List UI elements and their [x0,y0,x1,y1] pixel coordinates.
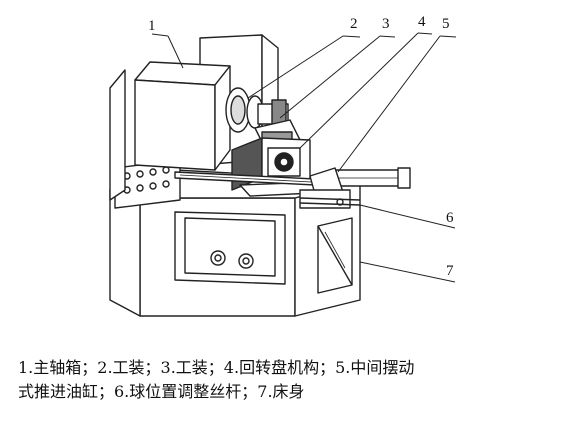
control-panel [174,211,286,285]
figure-caption: 1.主轴箱；2.工装；3.工装；4.回转盘机构；5.中间摆动 式推进油缸；6.球… [18,356,558,404]
label-7: 7 [446,263,454,279]
label-3: 3 [382,16,390,32]
label-1: 1 [148,18,156,34]
label-2: 2 [350,16,358,32]
label-5: 5 [442,16,450,32]
label-4: 4 [418,14,426,30]
adjust-screw [299,197,361,206]
caption-line-2: 式推进油缸；6.球位置调整丝杆；7.床身 [18,382,305,401]
headstock [134,61,231,171]
leader-lines [151,32,457,283]
spindle-chuck [225,87,289,133]
caption-line-1: 1.主轴箱；2.工装；3.工装；4.回转盘机构；5.中间摆动 [18,358,415,377]
label-6: 6 [446,210,454,226]
machine-diagram: 1 2 3 4 5 6 7 [109,14,457,317]
